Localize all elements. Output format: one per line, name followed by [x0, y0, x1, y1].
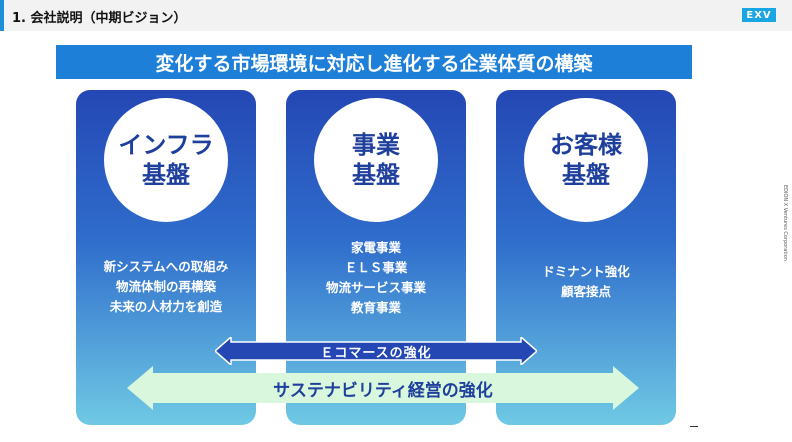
ecommerce-arrow: Ｅコマースの強化 — [215, 337, 537, 365]
pillar-business: 事業 基盤 家電事業 ＥＬＳ事業 物流サービス事業 教育事業 — [286, 90, 466, 425]
pillar-title-circle: 事業 基盤 — [314, 98, 438, 222]
list-item: 顧客接点 — [560, 284, 611, 299]
headline-banner: 変化する市場環境に対応し進化する企業体質の構築 — [56, 45, 692, 79]
pillar-title-line: インフラ — [118, 131, 214, 159]
pillar-title-line: 基盤 — [352, 161, 400, 189]
pillar-title-line: 事業 — [352, 131, 400, 159]
sustainability-arrow: サステナビリティ経営の強化 — [127, 366, 639, 410]
list-item: 教育事業 — [350, 300, 401, 315]
ecommerce-arrow-label: Ｅコマースの強化 — [320, 345, 432, 361]
pillar-title-line: 基盤 — [142, 161, 190, 189]
pillar-item-list: ドミナント強化 顧客接点 — [496, 262, 676, 302]
pillar-infrastructure: インフラ 基盤 新システムへの取組み 物流体制の再構築 未来の人材力を創造 — [76, 90, 256, 425]
pillar-title-line: お客様 — [550, 131, 622, 159]
list-item: ＥＬＳ事業 — [344, 260, 408, 275]
pillar-title-circle: インフラ 基盤 — [104, 98, 228, 222]
sustainability-arrow-label: サステナビリティ経営の強化 — [273, 380, 493, 401]
list-item: 未来の人材力を創造 — [109, 299, 223, 314]
list-item: 新システムへの取組み — [103, 259, 229, 274]
slide-title: 1. 会社説明（中期ビジョン） — [12, 11, 187, 26]
corporation-name: EDION X Ventures Corporation — [782, 185, 788, 261]
divider — [690, 426, 698, 427]
pillar-customer: お客様 基盤 ドミナント強化 顧客接点 — [496, 90, 676, 425]
header-bar — [0, 0, 792, 31]
pillar-item-list: 新システムへの取組み 物流体制の再構築 未来の人材力を創造 — [76, 257, 256, 317]
pillar-title-circle: お客様 基盤 — [524, 98, 648, 222]
list-item: 家電事業 — [350, 240, 401, 255]
exv-logo: EXV — [742, 8, 776, 22]
list-item: ドミナント強化 — [542, 264, 630, 279]
double-arrow-icon — [215, 337, 537, 365]
pillar-title-line: 基盤 — [562, 161, 610, 189]
list-item: 物流体制の再構築 — [115, 279, 216, 294]
header-accent-stripe — [0, 0, 4, 31]
pillar-item-list: 家電事業 ＥＬＳ事業 物流サービス事業 教育事業 — [286, 238, 466, 318]
double-arrow-icon — [127, 366, 639, 410]
list-item: 物流サービス事業 — [325, 280, 426, 295]
